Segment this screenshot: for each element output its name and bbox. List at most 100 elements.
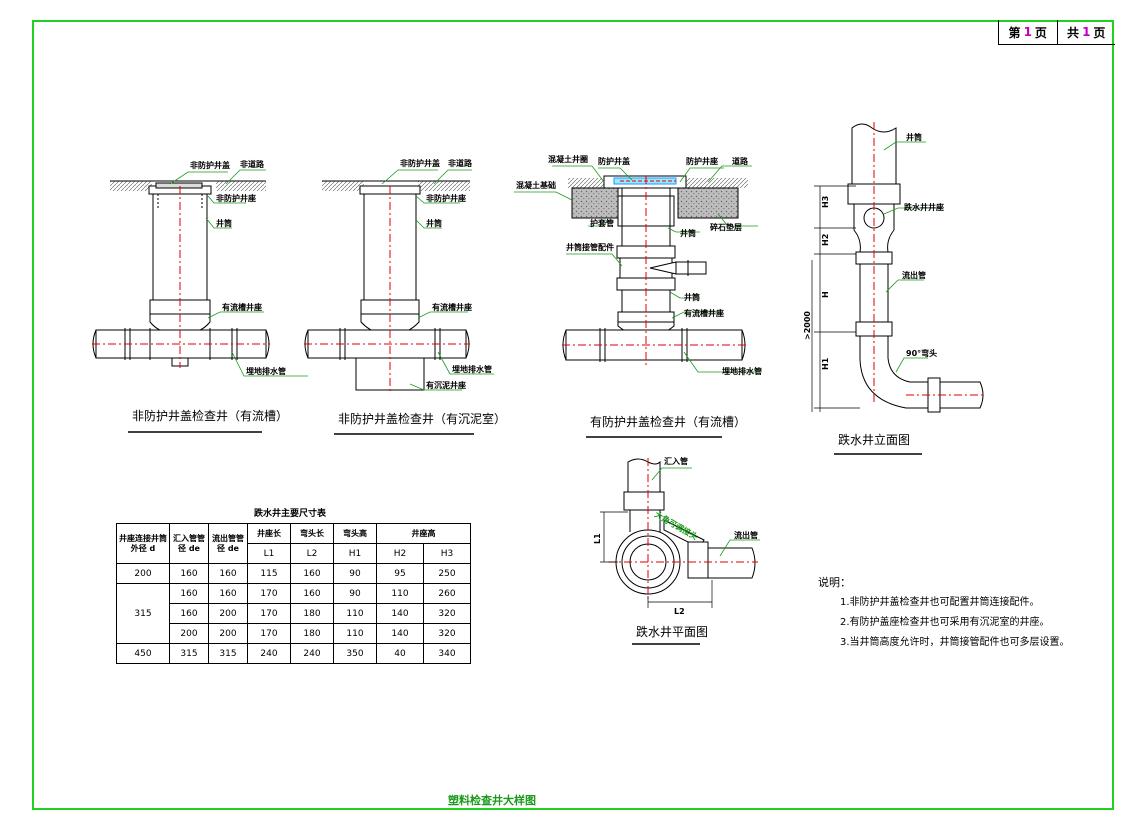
table-title: 跌水井主要尺寸表	[254, 509, 327, 519]
table-header-h3: H3	[423, 543, 471, 564]
fig4-dim-h2: H2	[821, 234, 830, 246]
table-cell: 260	[423, 583, 471, 604]
dimension-table: 井座连接井筒外径 d 汇入管管径 de 流出管管径 de 井座长 弯头长 弯头高…	[116, 523, 471, 664]
table-header-g2: 弯头长	[290, 523, 334, 544]
fig2-drawing	[304, 180, 470, 394]
table-cell: 115	[247, 563, 291, 584]
fig3-label-base: 有流槽井座	[684, 308, 724, 318]
fig4-caption: 跌水井立面图	[838, 432, 910, 447]
page-total-number: 1	[1082, 25, 1091, 39]
table-cell: 200	[169, 623, 209, 644]
table-cell: 320	[423, 603, 471, 624]
fig4-label-outlet: 流出管	[902, 270, 926, 280]
note-item: 3.当井筒高度允许时，井筒接管配件也可多层设置。	[840, 637, 1070, 648]
drawing-frame	[32, 20, 1114, 810]
fig4-dimensions	[811, 185, 860, 412]
table-cell: 180	[290, 623, 334, 644]
table-cell: 160	[169, 563, 209, 584]
fig5-dim-l1: L1	[593, 533, 602, 544]
fig1-leaders	[169, 169, 308, 377]
fig1-drawing	[92, 180, 270, 368]
fig1-label-pipe: 埋地排水管	[246, 366, 286, 376]
fig4-dim-min: >2000	[803, 311, 812, 340]
table-row: 200 200 170 180 110 140 320	[117, 623, 471, 644]
fig3-label-seat: 防护井座	[686, 156, 718, 166]
table-cell: 160	[169, 603, 209, 624]
fig1-label-road: 非道路	[240, 159, 265, 169]
fig3-label-cover: 防护井盖	[598, 156, 630, 166]
note-item: 2.有防护盖座检查井也可采用有沉泥室的井座。	[840, 617, 1050, 628]
table-cell: 140	[376, 603, 424, 624]
table-header-g3: 弯头高	[333, 523, 377, 544]
table-cell: 340	[423, 643, 471, 664]
sheet-title: 塑料检查井大样图	[448, 794, 536, 807]
fig5-leaders	[651, 467, 760, 557]
page-current-number: 1	[1023, 25, 1032, 39]
fig2-label-cover: 非防护井盖	[400, 158, 440, 168]
fig4-dim-h3: H3	[821, 196, 830, 208]
table-header-l1: L1	[247, 543, 291, 564]
notes-block: 说明： 1.非防护井盖检查井也可配置井筒连接配件。 2.有防护盖座检查井也可采用…	[818, 573, 1070, 653]
table-row: 315 160 160 170 160 90 110 260	[116, 583, 471, 644]
fig3-label-shaft2: 井筒	[684, 292, 700, 302]
table-cell: 170	[247, 603, 291, 624]
table-cell: 140	[376, 623, 424, 644]
fig3-label-sleeve: 护套管	[590, 218, 614, 228]
fig1-label-base: 有流槽井座	[222, 302, 262, 312]
table-cell: 315	[208, 643, 248, 664]
table-cell: 350	[333, 643, 377, 664]
table-cell: 240	[290, 643, 334, 664]
fig2-label-sump: 有沉泥井座	[426, 380, 466, 390]
fig3-label-gravel: 碎石垫层	[710, 222, 742, 232]
table-cell: 320	[423, 623, 471, 644]
fig4-label-shaft: 井筒	[906, 132, 922, 142]
fig2-caption: 非防护井盖检查井（有沉泥室）	[338, 411, 506, 426]
table-row: 160 200 170 180 110 140 320	[117, 603, 471, 624]
table-cell: 200	[208, 623, 248, 644]
fig4-dim-h: H	[821, 291, 830, 298]
table-cell: 170	[247, 623, 291, 644]
table-cell: 160	[208, 583, 248, 604]
table-header-h1: H1	[333, 543, 377, 564]
table-header-l2: L2	[290, 543, 334, 564]
table-cell: 250	[423, 563, 471, 584]
fig2-label-pipe: 埋地排水管	[452, 364, 492, 374]
table-cell: 200	[116, 563, 170, 584]
notes-title: 说明：	[818, 576, 851, 589]
fig4-label-elbow: 90°弯头	[906, 348, 937, 358]
table-cell: 315	[116, 583, 170, 644]
table-cell: 160	[290, 583, 334, 604]
table-cell: 160	[169, 583, 209, 604]
fig4-label-base: 跌水井井座	[904, 202, 944, 212]
fig5-drawing	[608, 458, 758, 600]
fig3-label-fitting: 井筒接管配件	[566, 242, 614, 252]
fig3-drawing	[562, 175, 748, 366]
fig2-label-road: 非道路	[448, 158, 473, 168]
table-header-g1: 井座长	[247, 523, 291, 544]
fig5-label-inlet: 汇入管	[664, 456, 688, 466]
fig3-label-concrete-seat: 混凝土井圈	[548, 154, 588, 164]
fig1-caption: 非防护井盖检查井（有流槽）	[132, 408, 288, 423]
fig1-label-seat: 非防护井座	[216, 193, 256, 203]
note-item: 1.非防护井盖检查井也可配置井筒连接配件。	[840, 597, 1040, 608]
table-cell: 90	[333, 583, 377, 604]
fig1-label-cover: 非防护井盖	[190, 160, 230, 170]
table-cell: 315	[169, 643, 209, 664]
table-cell: 90	[333, 563, 377, 584]
fig3-label-pipe: 埋地排水管	[722, 366, 762, 376]
fig3-caption: 有防护井盖检查井（有流槽）	[590, 414, 746, 429]
table-cell: 160	[208, 563, 248, 584]
fig5-dimensions	[600, 511, 713, 608]
table-cell: 240	[247, 643, 291, 664]
fig3-leaders	[514, 165, 762, 373]
fig4-drawing	[847, 122, 986, 413]
fig2-leaders	[381, 169, 494, 391]
table-cell: 110	[333, 603, 377, 624]
fig4-dim-h1: H1	[821, 357, 830, 370]
fig3-label-road: 道路	[732, 156, 749, 166]
table-header-h2: H2	[376, 543, 424, 564]
table-header-out: 流出管管径 de	[208, 523, 248, 564]
fig3-label-shaft: 井筒	[680, 228, 696, 238]
